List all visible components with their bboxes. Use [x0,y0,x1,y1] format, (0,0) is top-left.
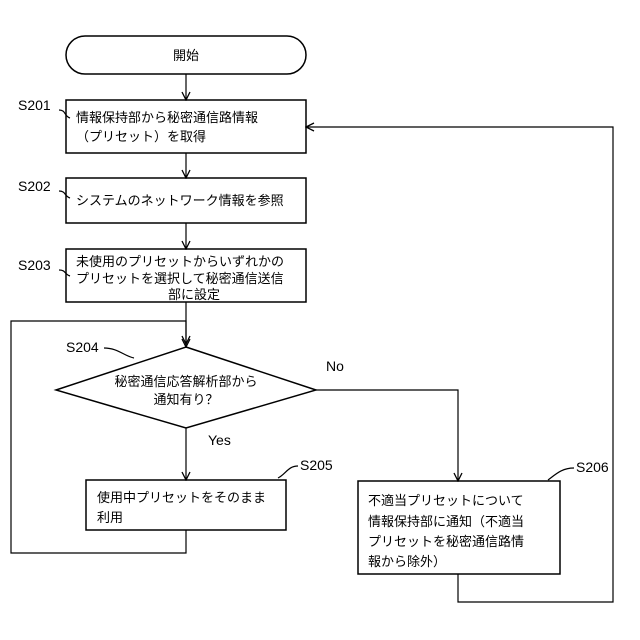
step-s203-line-1: 未使用のプリセットからいずれかの [76,254,284,270]
edge-s204-no-s206 [316,390,458,481]
step-s205-label: S205 [300,457,333,473]
step-s206-line-4: 報から除外） [368,555,446,570]
start-label: 開始 [173,49,199,64]
decision-s204: 秘密通信応答解析部から 通知有り？ [56,347,316,428]
start-terminal: 開始 [66,36,306,74]
step-s201-label: S201 [18,97,51,113]
branch-no-label: No [326,358,344,374]
step-s202-line-1: システムのネットワーク情報を参照 [76,193,284,209]
step-s201-line-2: （プリセット）を取得 [76,129,206,145]
branch-yes-label: Yes [208,432,231,448]
step-s203: 未使用のプリセットからいずれかの プリセットを選択して秘密通信送信 部に設定 [66,249,306,303]
decision-s204-line-1: 秘密通信応答解析部から [114,374,257,390]
step-s203-line-3: 部に設定 [168,287,220,303]
step-s203-label: S203 [18,257,51,273]
step-s202: システムのネットワーク情報を参照 [66,178,306,223]
step-s204-label: S204 [66,339,99,355]
label-leader-s205 [278,466,298,478]
label-leader-s204 [104,348,134,358]
step-s203-line-2: プリセットを選択して秘密通信送信 [76,271,284,287]
step-s206-label: S206 [576,459,609,475]
label-leader-s206 [548,468,574,480]
step-s205: 使用中プリセットをそのまま 利用 [86,480,286,530]
step-s206-line-3: プリセットを秘密通信路情 [368,534,524,550]
step-s206-line-2: 情報保持部に通知（不適当 [368,514,524,530]
step-s205-line-1: 使用中プリセットをそのまま [97,490,266,506]
step-s202-label: S202 [18,178,51,194]
step-s206-line-1: 不適当プリセットについて [368,493,524,509]
step-s201-line-1: 情報保持部から秘密通信路情報 [76,110,258,126]
step-s205-line-2: 利用 [97,511,123,526]
step-s201: 情報保持部から秘密通信路情報 （プリセット）を取得 [66,100,306,153]
step-s206: 不適当プリセットについて 情報保持部に通知（不適当 プリセットを秘密通信路情 報… [358,481,560,574]
decision-s204-line-2: 通知有り？ [153,392,218,408]
